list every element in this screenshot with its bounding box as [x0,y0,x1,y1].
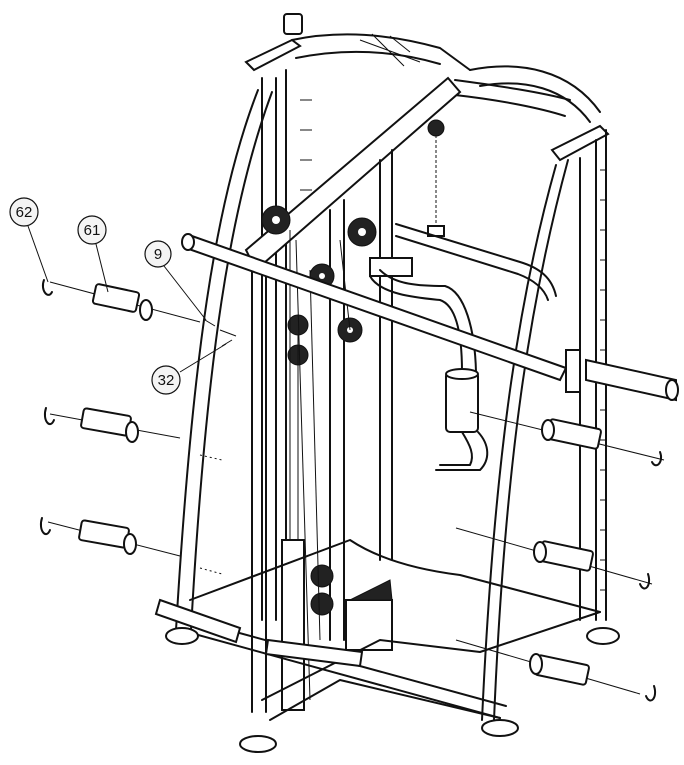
base-frame [154,539,620,753]
callout-61-label: 61 [84,222,101,239]
foot-front-left [239,735,277,753]
left-upright-frame [175,13,312,631]
bar-sleeve-right [585,358,677,402]
weight-block [345,599,393,651]
bar-hook-right [565,349,581,393]
weight-horn-lower [40,517,223,575]
callout-62-label: 62 [16,204,33,221]
exploded-parts-right [455,411,665,702]
weight-horn-middle [44,407,223,461]
top-cap-right [550,124,610,162]
callout-32-label: 32 [158,372,175,389]
weight-horn-right-1 [469,411,665,467]
center-cable-tower [244,76,462,713]
weight-stack-guide [281,539,305,711]
cable-runs [289,230,351,701]
callout-62: 62 [9,197,49,283]
weight-horn-right-3 [455,639,656,702]
carriage-block [369,257,413,277]
clip-62-upper [42,279,53,296]
handle-sleeve [445,371,479,433]
callout-9-label: 9 [154,246,162,263]
base-horn-front [264,638,364,668]
pulley-low-upper [310,564,334,588]
top-cap-left [283,13,303,35]
exploded-parts-left [40,279,237,575]
foot-right [586,627,620,645]
foot-front-right [481,719,519,737]
callout-61: 61 [77,215,109,293]
foot-left [165,627,199,645]
weight-horn-right-2 [455,527,653,590]
carriage-handle [369,257,489,471]
smith-bar [181,223,679,402]
upright-hole-pattern [300,99,312,191]
callout-32: 32 [151,343,227,395]
base-horn-left [154,598,242,644]
bolt-9 [204,319,237,337]
weight-horn-61-upper [42,279,201,323]
top-frame [291,33,610,162]
callout-9: 9 [144,240,207,321]
pulley-low-lower [310,592,334,616]
pulley-chain-top [427,119,445,137]
